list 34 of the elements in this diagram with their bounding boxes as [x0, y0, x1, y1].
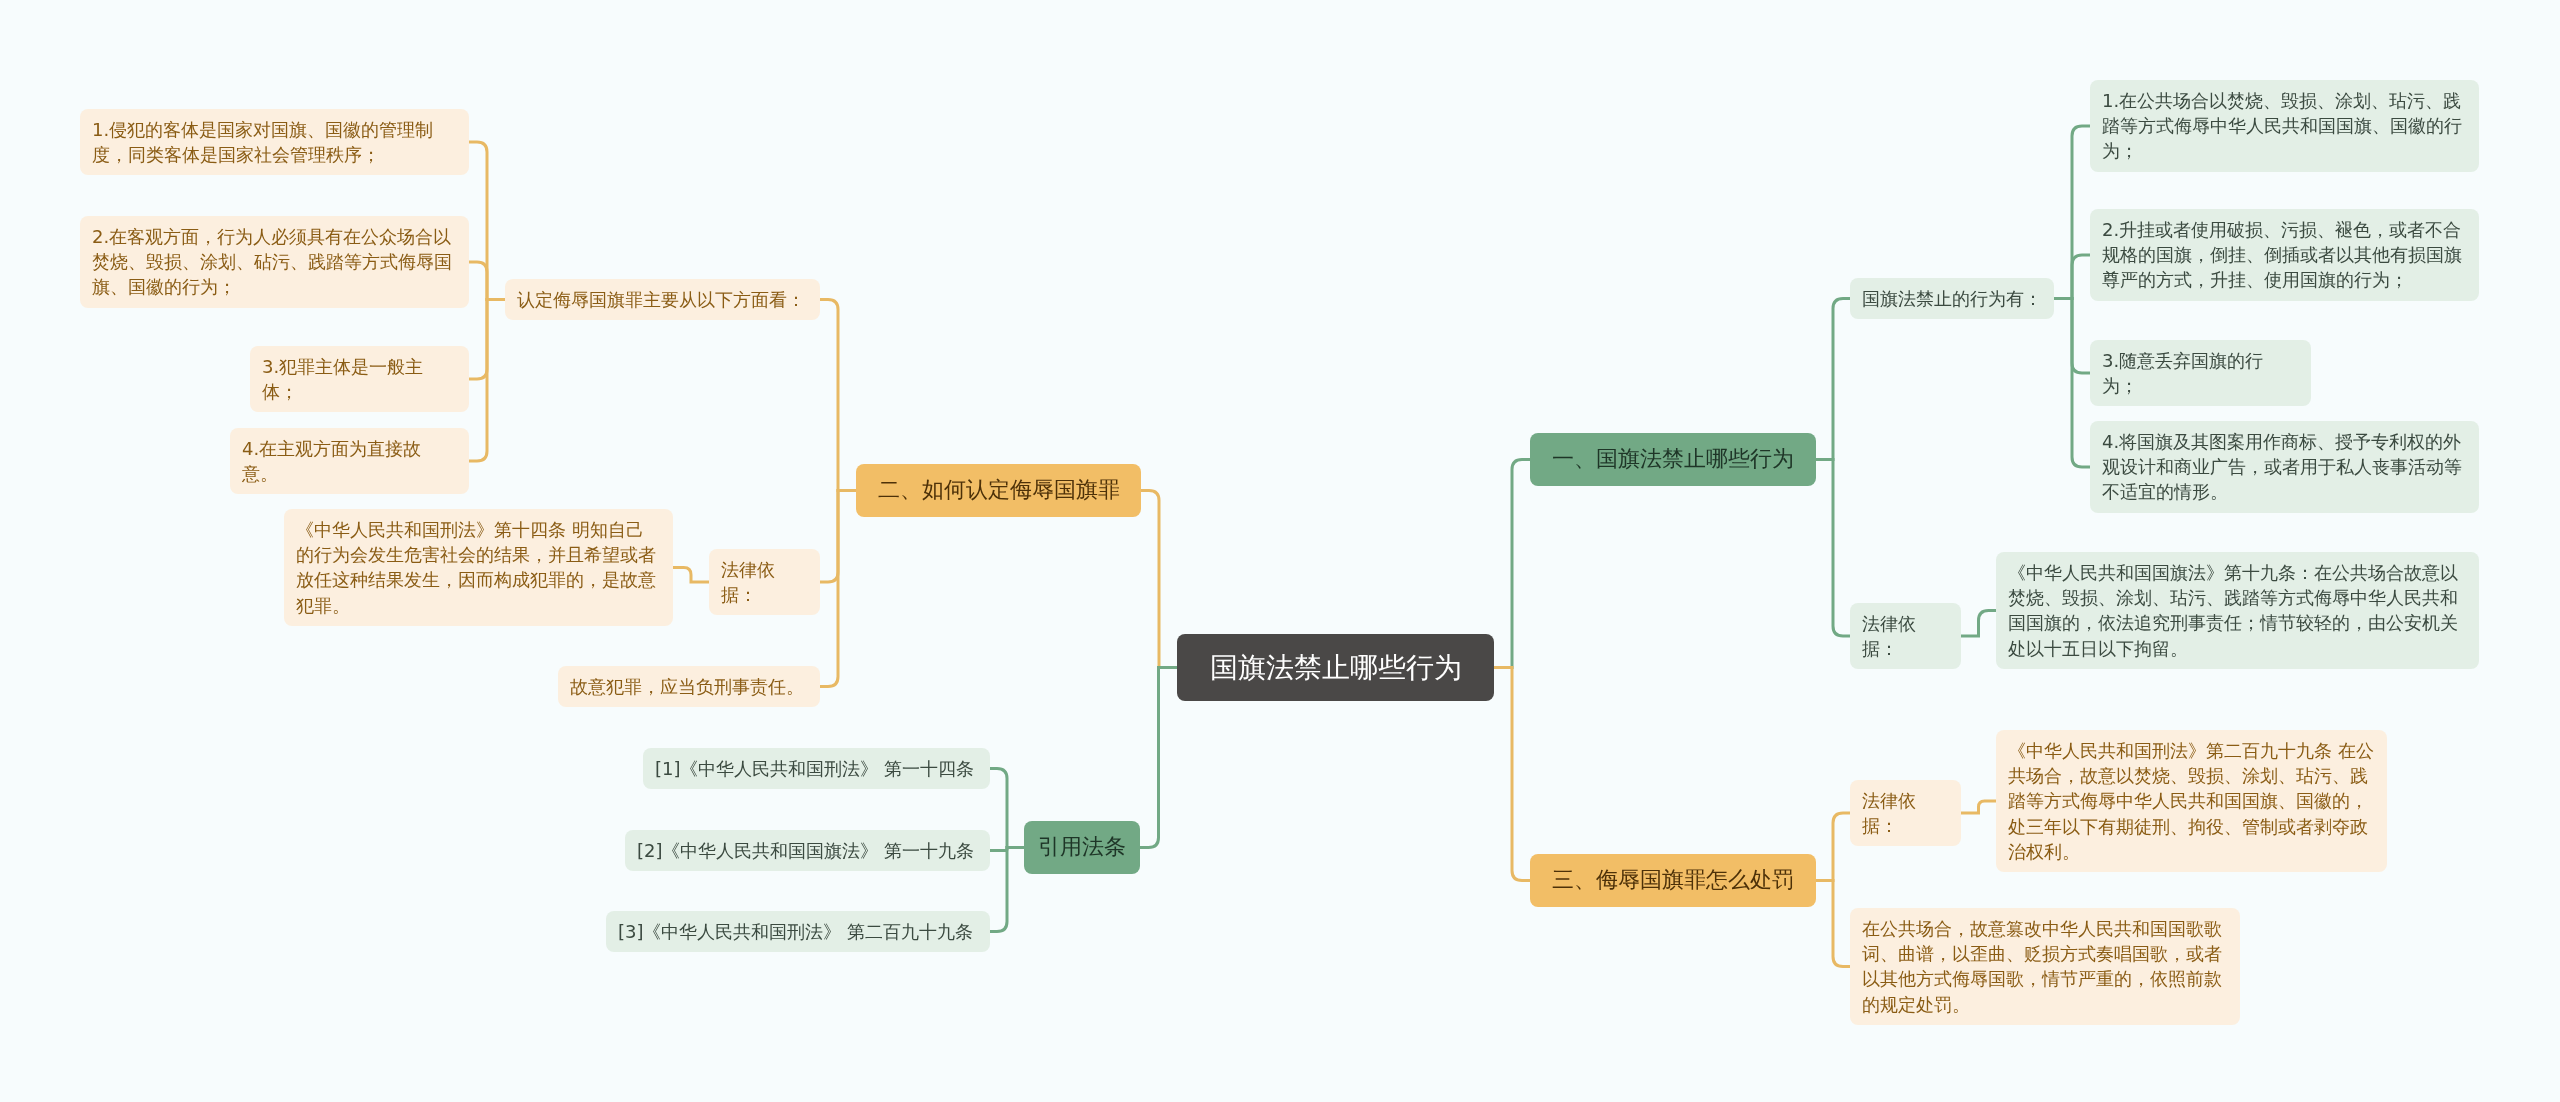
root-topic-box: 国旗法禁止哪些行为: [1177, 634, 1494, 702]
subtopic-box: 《中华人民共和国国旗法》第十九条：在公共场合故意以焚烧、毁损、涂划、玷污、践踏等方式侮辱中华人民共和国国旗的，依法追究刑事责任；情节较轻的，由公安机关处以十五日以下拘留。: [1996, 552, 2479, 669]
subtopic-box: 故意犯罪，应当负刑事责任。: [558, 666, 820, 708]
subtopic-box: 1.侵犯的客体是国家对国旗、国徽的管理制度，同类客体是国家社会管理秩序；: [80, 109, 469, 176]
subtopic-box: 3.犯罪主体是一般主体；: [250, 346, 469, 413]
subtopic-box: 法律依据：: [709, 549, 820, 616]
connector-line: [1140, 666, 1177, 849]
subtopic-box: 法律依据：: [1850, 603, 1961, 670]
connector-line: [2054, 297, 2090, 469]
connector-line: [469, 298, 505, 463]
connector-line: [1494, 666, 1530, 882]
branch-topic-box: 引用法条: [1024, 821, 1140, 874]
connector-line: [1961, 799, 1996, 815]
connector-line: [820, 489, 856, 688]
subtopic-box: 2.在客观方面，行为人必须具有在公众场合以焚烧、毁损、涂划、砧污、践踏等方式侮辱国旗、国徽的行为；: [80, 216, 469, 308]
subtopic-box: 在公共场合，故意篡改中华人民共和国国歌歌词、曲谱，以歪曲、贬损方式奏唱国歌，或者以其他方式侮辱国歌，情节严重的，依照前款的规定处罚。: [1850, 908, 2240, 1025]
subtopic-box: 4.将国旗及其图案用作商标、授予专利权的外观设计和商业广告，或者用于私人丧事活动等不适宜的情形。: [2090, 421, 2479, 513]
subtopic-box: [1]《中华人民共和国刑法》 第一十四条: [643, 748, 990, 790]
branch-topic-box: 三、侮辱国旗罪怎么处罚: [1530, 854, 1816, 907]
subtopic-box: 法律依据：: [1850, 780, 1961, 847]
subtopic-box: 《中华人民共和国刑法》第十四条 明知自己的行为会发生危害社会的结果，并且希望或者放任这种结果发生，因而构成犯罪的，是故意犯罪。: [284, 509, 673, 626]
subtopic-box: 4.在主观方面为直接故意。: [230, 428, 469, 495]
subtopic-box: 《中华人民共和国刑法》第二百九十九条 在公共场合，故意以焚烧、毁损、涂划、玷污、践踏等方式侮辱中华人民共和国国旗、国徽的，处三年以下有期徒刑、拘役、管制或者剥夺政治权利。: [1996, 730, 2387, 872]
subtopic-box: 国旗法禁止的行为有：: [1850, 278, 2054, 320]
subtopic-box: 1.在公共场合以焚烧、毁损、涂划、玷污、践踏等方式侮辱中华人民共和国国旗、国徽的行为；: [2090, 80, 2479, 172]
connector-line: [673, 566, 709, 584]
subtopic-box: 2.升挂或者使用破损、污损、褪色，或者不合规格的国旗，倒挂、倒插或者以其他有损国旗尊严的方式，升挂、使用国旗的行为；: [2090, 209, 2479, 301]
branch-topic-box: 一、国旗法禁止哪些行为: [1530, 433, 1816, 486]
branch-topic-box: 二、如何认定侮辱国旗罪: [856, 464, 1141, 517]
subtopic-box: [3]《中华人民共和国刑法》 第二百九十九条: [606, 911, 990, 953]
connector-line: [1961, 609, 1996, 638]
subtopic-box: 认定侮辱国旗罪主要从以下方面看：: [505, 279, 820, 321]
subtopic-box: [2]《中华人民共和国国旗法》 第一十九条: [625, 830, 990, 872]
subtopic-box: 3.随意丢弃国旗的行为；: [2090, 340, 2311, 407]
